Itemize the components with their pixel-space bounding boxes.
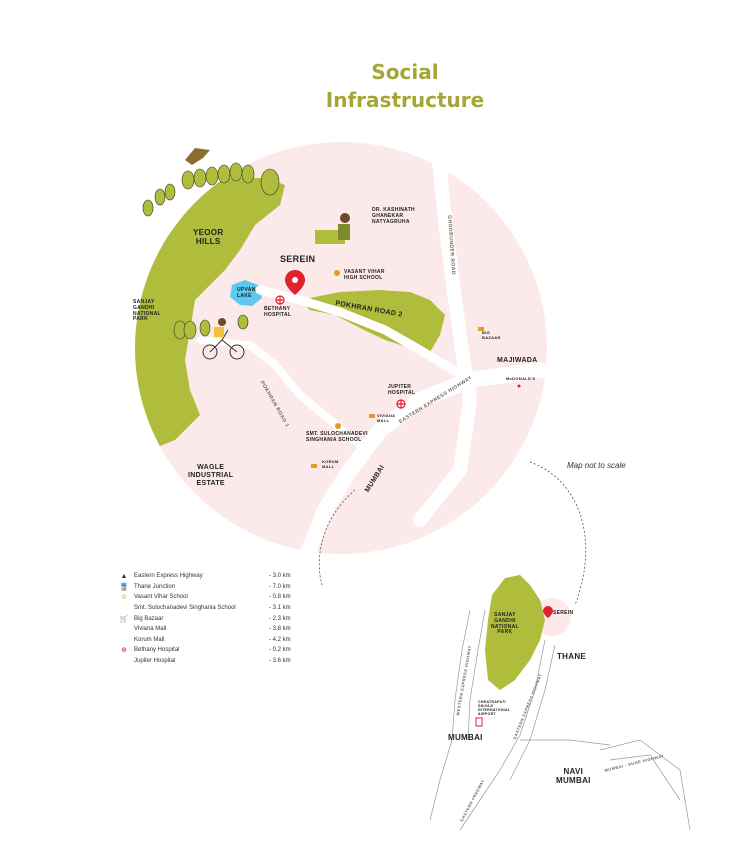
- viviana-label: VIVIANA MALL: [377, 413, 396, 423]
- sgnp-area: [135, 178, 285, 450]
- hospital-icon: [275, 295, 406, 409]
- inset-map: [429, 575, 691, 831]
- pokhran-road-1: [246, 341, 364, 449]
- distance-legend: ▲Eastern Express Highway- 3.0 km 🚆Thane …: [119, 571, 299, 666]
- pokhran-road-2: [255, 285, 475, 385]
- inset-serein-pin-icon: [543, 606, 553, 618]
- bench-person-icon: [315, 213, 350, 244]
- upvan-lake: [230, 280, 262, 306]
- inset-airport-label: CHHATRAPATI SHIVAJI INTERNATIONAL AIRPOR…: [478, 700, 511, 717]
- legend-row: ▲Eastern Express Highway- 3.0 km: [120, 572, 291, 580]
- bigbazaar-label: BIG BAZAAR: [482, 330, 501, 340]
- tree-cluster: [142, 162, 280, 340]
- korum-label: KORUM MALL: [322, 459, 339, 469]
- jupiter-label: JUPITER HOSPITAL: [388, 384, 416, 396]
- serein-label: SEREIN: [280, 254, 316, 264]
- bethany-label: BETHANY HOSPITAL: [264, 306, 292, 318]
- inset-sgnp: [485, 575, 545, 690]
- mcd-label: McDONALD'S: [506, 376, 536, 381]
- wagle-label: WAGLE INDUSTRIAL ESTATE: [188, 464, 234, 488]
- inset-navi-mumbai-label: NAVI MUMBAI: [556, 767, 591, 786]
- school-icon: [334, 270, 341, 429]
- legend-row: Korum Mall- 4.2 km: [134, 636, 291, 643]
- airport-icon: [475, 717, 483, 727]
- upvan-label: UPVAN LAKE: [237, 287, 256, 299]
- inset-serein-label: SEREIN: [553, 610, 574, 616]
- train-icon: 🚆: [119, 583, 129, 591]
- cyclist-icon: [202, 318, 245, 360]
- connector-arrow: [318, 489, 356, 586]
- bird-icon: [185, 148, 210, 165]
- legend-row: ♔Vasant Vihar School- 0.8 km: [120, 594, 291, 602]
- hospital-icon: ⊕: [121, 647, 127, 655]
- yeoor-hills-label: YEOOR HILLS: [193, 228, 224, 247]
- sgnp-label: SANJAY GANDHI NATIONAL PARK: [133, 299, 161, 323]
- singhania-label: SMT. SULOCHANADEVI SINGHANIA SCHOOL: [306, 431, 368, 443]
- majiwada-label: MAJIWADA: [497, 357, 538, 364]
- highway-icon: ▲: [120, 572, 128, 580]
- scale-note: Map not to scale: [567, 461, 626, 470]
- legend-row: 🛒Big Bazaar- 2.3 km: [119, 615, 291, 623]
- legend-row: 🚆Thane Junction- 7.0 km: [119, 583, 291, 591]
- connector-arrow-2: [529, 461, 587, 606]
- kashinath-label: DR. KASHINATH GHANEKAR NATYAGRUHA: [372, 207, 415, 225]
- legend-row: Viviana Mall- 3.8 km: [134, 626, 291, 633]
- cart-icon: 🛒: [119, 615, 129, 623]
- serein-pin-icon: [285, 270, 305, 295]
- vasant-label: VASANT VIHAR HIGH SCHOOL: [344, 269, 385, 281]
- inset-mumbai-label: MUMBAI: [448, 733, 483, 742]
- page-title-line1: Social: [371, 60, 439, 84]
- school-icon: ♔: [120, 594, 128, 602]
- legend-row: Smt. Sulochanadevi Singhania School- 3.1…: [134, 605, 291, 612]
- inset-sgnp-label: SANJAY GANDHI NATIONAL PARK: [491, 612, 519, 636]
- legend-row: Jupiter Hospital- 3.6 km: [134, 658, 291, 665]
- cart-icon: [311, 327, 484, 468]
- inset-thane-label: THANE: [557, 652, 587, 661]
- page-title-line2: Infrastructure: [325, 88, 485, 112]
- legend-row: ⊕Bethany Hospital- 0.2 km: [119, 645, 299, 656]
- mcd-dot: [517, 384, 521, 388]
- ghodbunder-road: [413, 143, 477, 527]
